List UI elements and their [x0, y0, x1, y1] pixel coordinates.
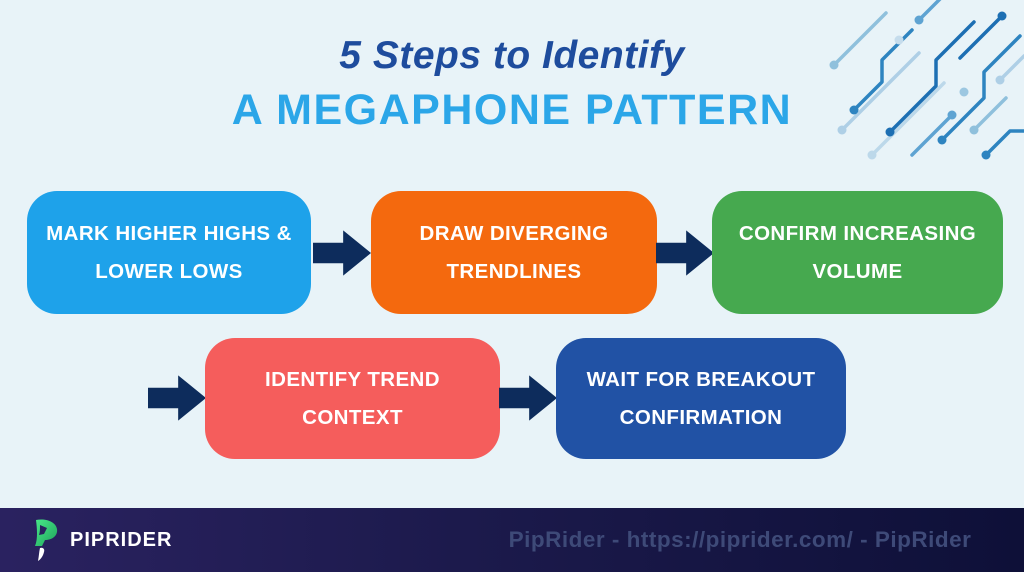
brand-logo: PIPRIDER — [30, 519, 172, 561]
step-label-line: TRENDLINES — [446, 259, 582, 283]
piprider-logo-icon — [35, 519, 58, 561]
step-box-wait-breakout: WAIT FOR BREAKOUT CONFIRMATION — [556, 338, 846, 459]
right-arrow-icon — [313, 230, 371, 276]
circuit-lines-icon — [829, 0, 1024, 160]
step-label-line: DRAW DIVERGING — [419, 221, 609, 245]
brand-name: PIPRIDER — [70, 528, 173, 551]
right-arrow-icon — [499, 375, 557, 421]
step-label-line: CONTEXT — [302, 405, 403, 429]
page-title-line2: A MEGAPHONE PATTERN — [231, 85, 793, 134]
step-label-line: VOLUME — [812, 259, 903, 283]
step-label-line: CONFIRMATION — [619, 405, 783, 429]
footer-bar: PIPRIDER PipRider - https://piprider.com… — [0, 508, 1024, 572]
right-arrow-icon — [656, 230, 714, 276]
right-arrow-icon — [148, 375, 206, 421]
step-label-line: CONFIRM INCREASING — [738, 221, 977, 245]
step-box-confirm-volume: CONFIRM INCREASING VOLUME — [712, 191, 1003, 314]
footer-credit-text: PipRider - https://piprider.com/ - PipRi… — [508, 527, 972, 552]
step-box-mark-highs-lows: MARK HIGHER HIGHS & LOWER LOWS — [27, 191, 311, 314]
step-label-line: LOWER LOWS — [95, 259, 243, 283]
page-title-line1: 5 Steps to Identify — [339, 34, 685, 77]
step-label-line: MARK HIGHER HIGHS & — [46, 221, 292, 245]
step-label-line: WAIT FOR BREAKOUT — [586, 367, 816, 391]
step-box-trend-context: IDENTIFY TREND CONTEXT — [205, 338, 500, 459]
step-box-draw-trendlines: DRAW DIVERGING TRENDLINES — [371, 191, 657, 314]
step-label-line: IDENTIFY TREND — [265, 367, 440, 391]
title-block: 5 Steps to Identify A MEGAPHONE PATTERN — [0, 34, 1024, 136]
